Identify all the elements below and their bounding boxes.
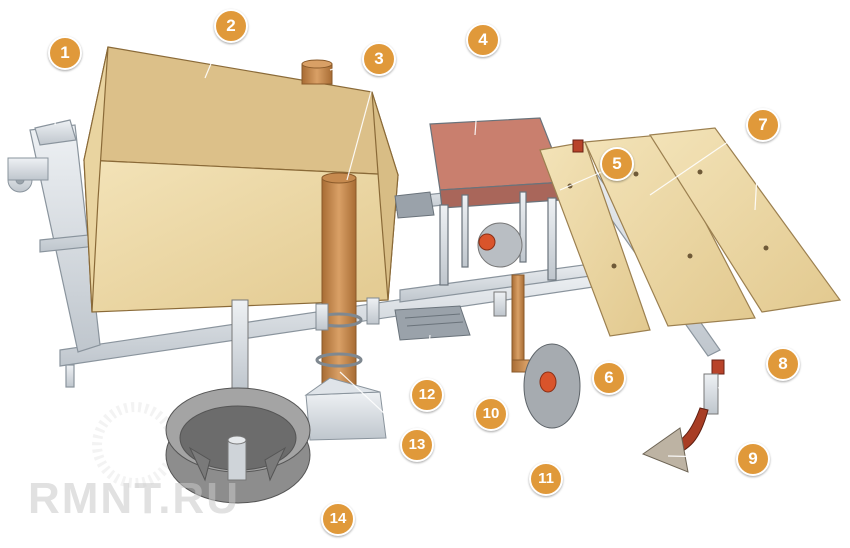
callout-6: 6: [592, 361, 626, 395]
foot-pedal: [394, 191, 471, 341]
drive-wheel: [165, 299, 311, 504]
red-bracket: [572, 139, 725, 375]
pipe-top: [301, 59, 333, 85]
rear-disc: [477, 222, 523, 268]
seed-hopper: [83, 46, 399, 313]
watermark-logo: [92, 402, 178, 488]
callout-14: 14: [321, 502, 355, 536]
callout-9: 9: [736, 442, 770, 476]
watermark-text: RMNT.RU: [28, 474, 240, 523]
tube-clamps: [315, 297, 380, 368]
callout-8: 8: [766, 347, 800, 381]
callout-11: 11: [529, 462, 563, 496]
platform-boards: [539, 127, 842, 337]
callout-2: 2: [214, 9, 248, 43]
seeding-disc: [523, 343, 581, 429]
furrow-shoe: [304, 377, 387, 441]
seeding-arm: [493, 274, 543, 373]
plow-tine: [641, 373, 719, 473]
callout-13: 13: [400, 428, 434, 462]
callout-1: 1: [48, 36, 82, 70]
callout-12: 12: [410, 378, 444, 412]
callout-3: 3: [362, 42, 396, 76]
callout-7: 7: [746, 108, 780, 142]
callout-10: 10: [474, 397, 508, 431]
callout-5: 5: [600, 147, 634, 181]
callout-4: 4: [466, 23, 500, 57]
hitch-bracket: [7, 157, 49, 193]
seed-tube: [321, 172, 357, 407]
leader-lines: [54, 29, 781, 518]
